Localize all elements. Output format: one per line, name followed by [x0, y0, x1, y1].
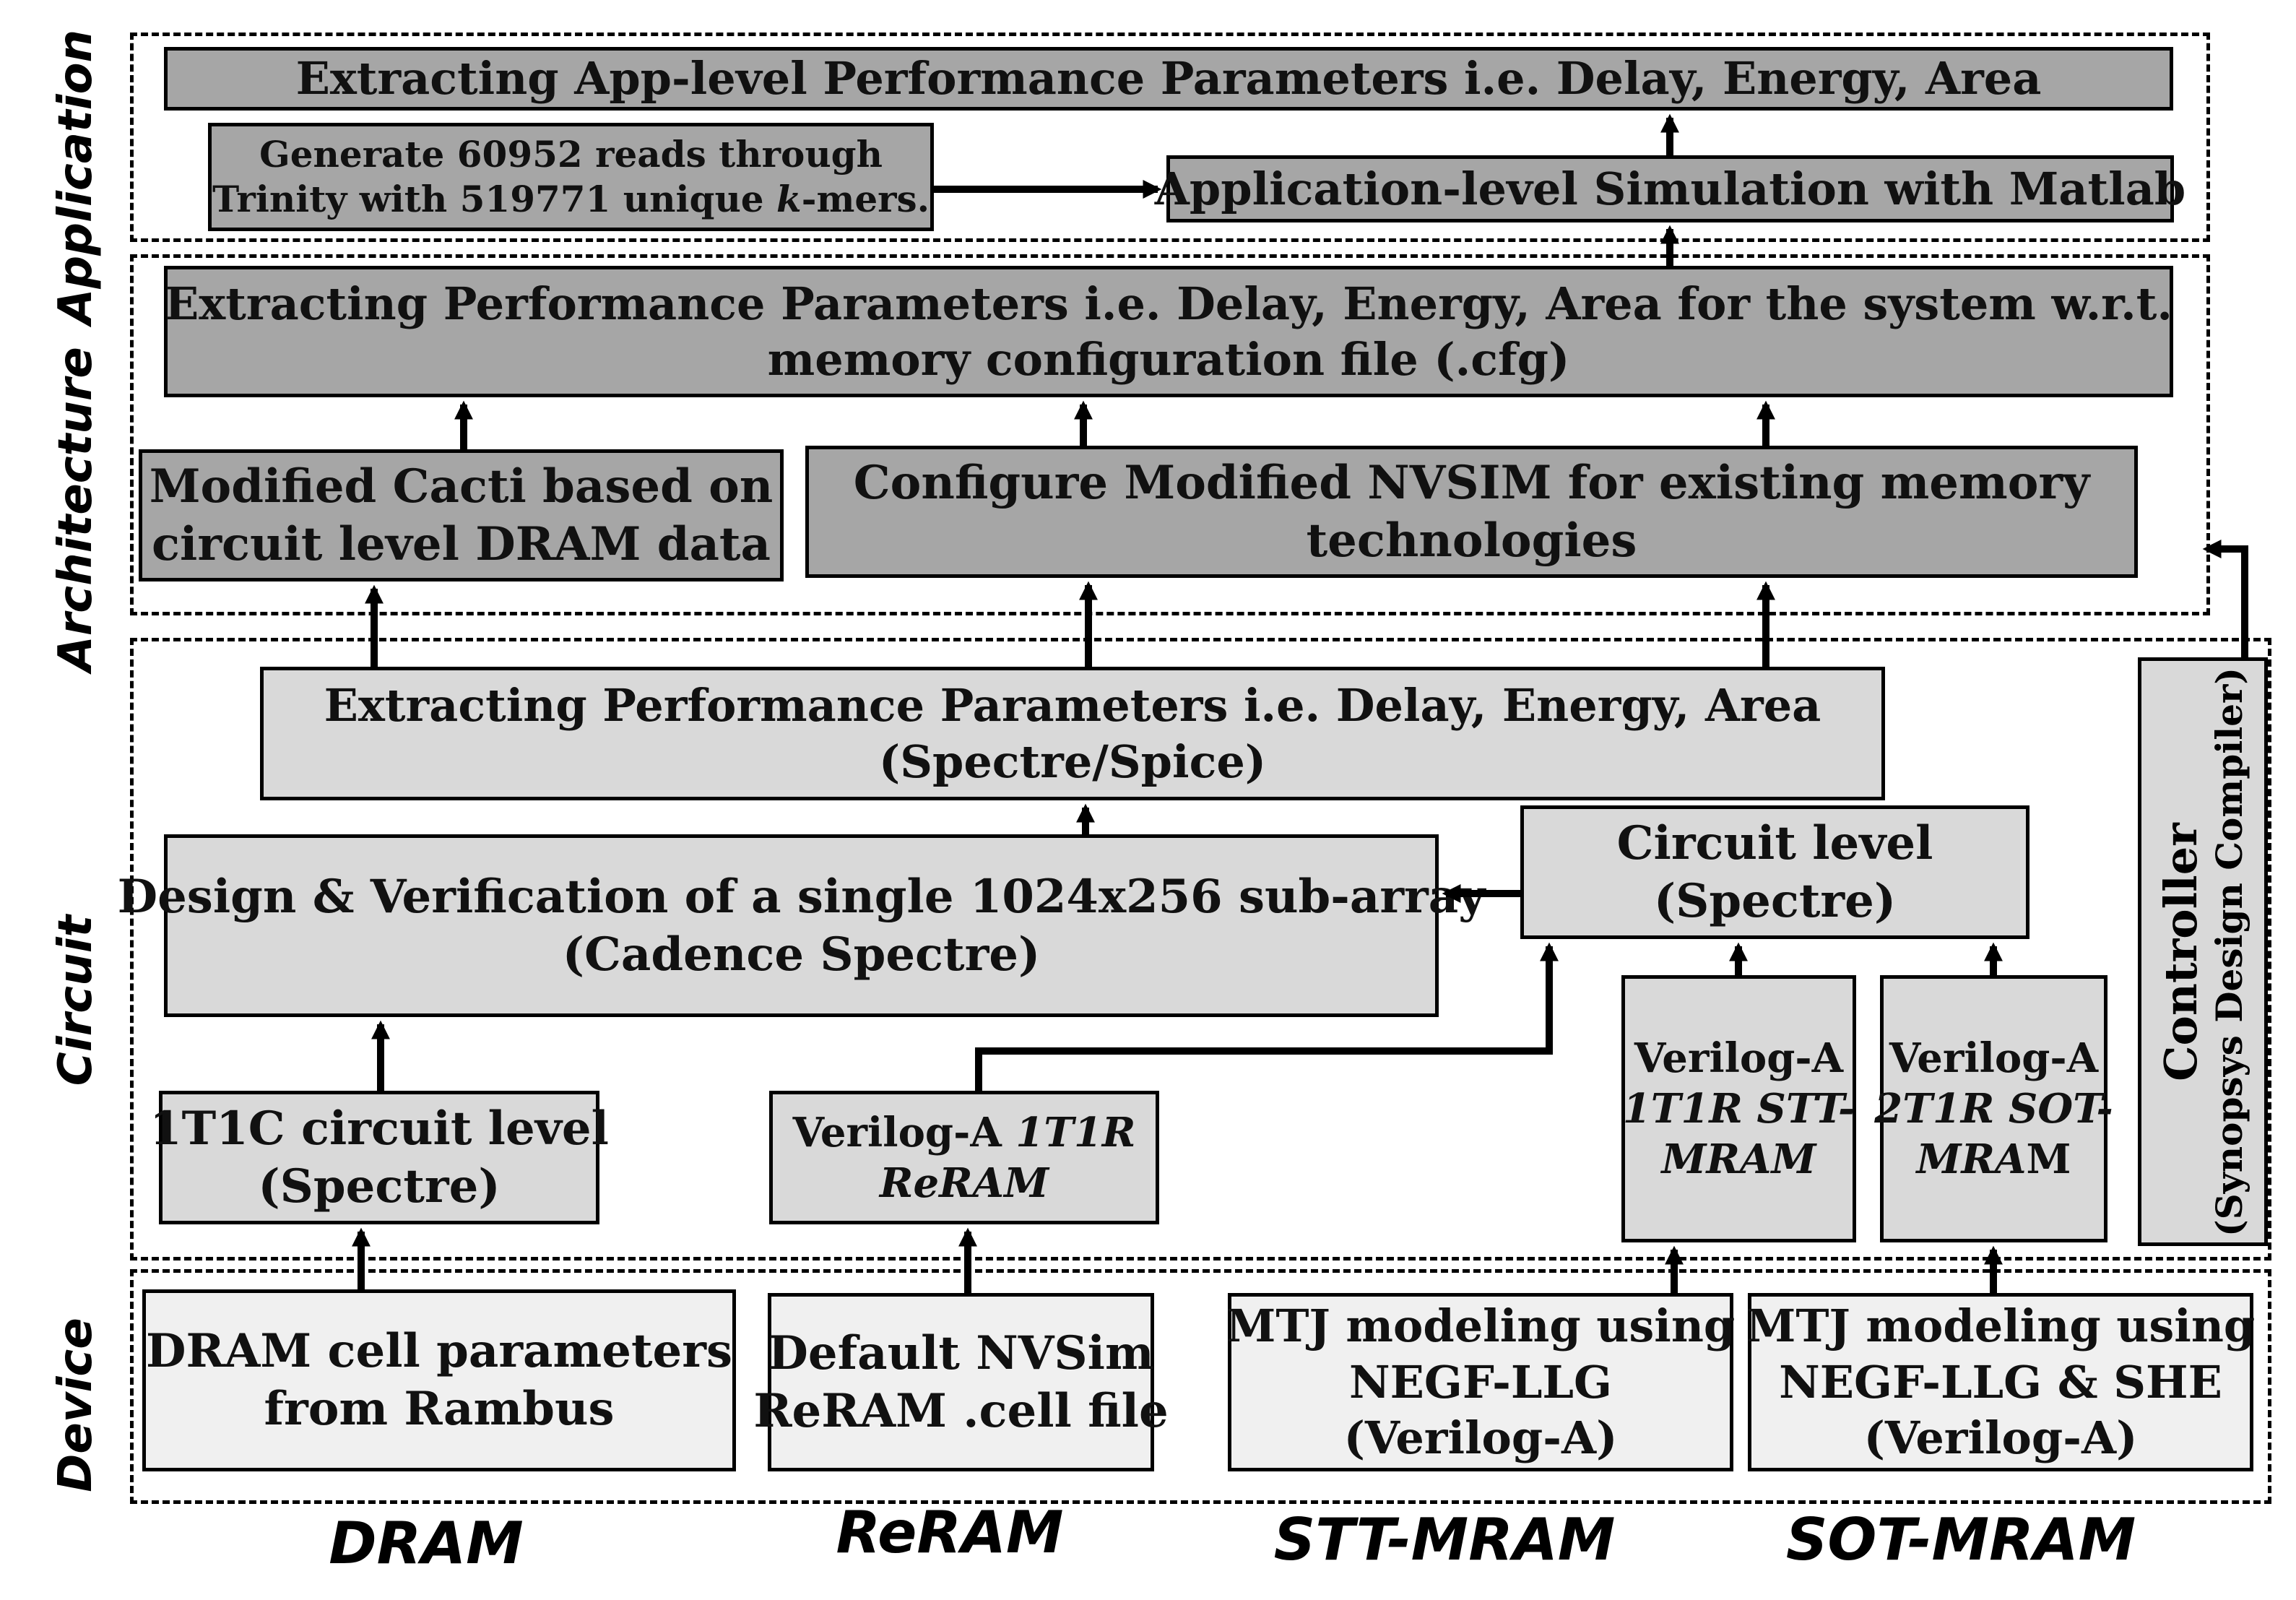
nvsim-line2: technologies: [1306, 513, 1637, 568]
sot-veriloga-line2: 2T1R SOT-: [1874, 1085, 2113, 1133]
architecture-region: [130, 254, 2210, 615]
circuit-level-line2: (Spectre): [1653, 873, 1897, 928]
circuit-extract-line1: Extracting Performance Parameters i.e. D…: [324, 679, 1821, 732]
device-stt-line2: NEGF-LLG: [1349, 1355, 1612, 1409]
controller-text: Controller (Synopsys Design Compiler): [2154, 667, 2251, 1236]
app-extract-text: Extracting App-level Performance Paramet…: [295, 52, 2042, 105]
trinity-line1: Generate 60952 reads through: [259, 132, 883, 176]
reram-veriloga-line1: Verilog-A 1T1R: [792, 1108, 1136, 1156]
controller-line1: Controller: [2154, 822, 2207, 1081]
reram-veriloga-line2: ReRAM: [879, 1159, 1049, 1207]
cacti-box: Modified Cacti based on circuit level DR…: [139, 449, 784, 581]
circuit-level-box: Circuit level (Spectre): [1520, 805, 2029, 939]
device-sot-line2: NEGF-LLG & SHE: [1779, 1355, 2222, 1409]
device-reram-line2: ReRAM .cell file: [753, 1383, 1169, 1438]
sot-veriloga-line1: Verilog-A: [1889, 1034, 2099, 1082]
device-dram-box: DRAM cell parameters from Rambus: [142, 1289, 736, 1471]
tech-label-stt-mram: STT-MRAM: [1273, 1506, 1616, 1573]
stt-veriloga-line3: MRAM: [1661, 1136, 1816, 1183]
subarray-design-line1: Design & Verification of a single 1024x2…: [117, 869, 1486, 924]
stt-veriloga-line2: 1T1R STT-: [1622, 1085, 1855, 1133]
device-stt-box: MTJ modeling using NEGF-LLG (Verilog-A): [1226, 1293, 1736, 1471]
trinity-box: Generate 60952 reads through Trinity wit…: [208, 123, 934, 231]
device-sot-box: MTJ modeling using NEGF-LLG & SHE (Veril…: [1746, 1293, 2256, 1471]
layer-label-circuit: Circuit: [49, 914, 103, 1086]
device-reram-box: Default NVSim ReRAM .cell file: [753, 1293, 1169, 1471]
tech-label-sot-mram: SOT-MRAM: [1785, 1506, 2136, 1573]
stt-veriloga-line1: Verilog-A: [1634, 1034, 1844, 1082]
application-region: [130, 33, 2210, 242]
layer-label-architecture: Architecture: [49, 347, 103, 672]
nvsim-line1: Configure Modified NVSIM for existing me…: [853, 455, 2090, 510]
matlab-sim-text: Application-level Simulation with Matlab: [1154, 162, 2186, 215]
dram-1t1c-box: 1T1C circuit level (Spectre): [150, 1091, 609, 1224]
matlab-sim-box: Application-level Simulation with Matlab: [1155, 155, 2185, 222]
device-dram-line2: from Rambus: [264, 1382, 615, 1436]
tech-label-reram: ReRAM: [836, 1499, 1064, 1566]
cacti-line1: Modified Cacti based on: [149, 459, 774, 514]
controller-box: Controller (Synopsys Design Compiler): [2138, 657, 2268, 1246]
device-reram-line1: Default NVSim: [768, 1326, 1154, 1380]
arch-extract-line1: Extracting Performance Parameters i.e. D…: [165, 277, 2172, 330]
nvsim-box: Configure Modified NVSIM for existing me…: [805, 446, 2138, 578]
circuit-extract-line2: (Spectre/Spice): [878, 735, 1267, 788]
app-extract-box: Extracting App-level Performance Paramet…: [164, 47, 2173, 111]
sot-veriloga-box: Verilog-A 2T1R SOT- MRAM: [1874, 975, 2113, 1242]
device-stt-line3: (Verilog-A): [1343, 1411, 1618, 1465]
device-sot-line1: MTJ modeling using: [1746, 1300, 2256, 1353]
dram-1t1c-line2: (Spectre): [258, 1159, 501, 1214]
layer-label-device: Device: [49, 1318, 103, 1492]
dram-1t1c-line1: 1T1C circuit level: [150, 1101, 609, 1156]
device-dram-line1: DRAM cell parameters: [146, 1324, 732, 1378]
reram-veriloga-box: Verilog-A 1T1R ReRAM: [769, 1091, 1159, 1224]
cacti-line2: circuit level DRAM data: [152, 516, 771, 571]
trinity-line2: Trinity with 519771 unique k-mers.: [212, 178, 930, 220]
device-region: [130, 1269, 2271, 1504]
controller-line2: (Synopsys Design Compiler): [2208, 667, 2251, 1237]
circuit-level-line1: Circuit level: [1616, 816, 1933, 870]
device-stt-line1: MTJ modeling using: [1226, 1300, 1736, 1353]
tech-label-dram: DRAM: [329, 1510, 524, 1577]
subarray-design-box: Design & Verification of a single 1024x2…: [118, 834, 1485, 1017]
circuit-region: [130, 638, 2271, 1260]
layer-label-application: Application: [49, 29, 103, 325]
sot-veriloga-line3: MRAM: [1916, 1136, 2071, 1183]
subarray-design-line2: (Cadence Spectre): [562, 927, 1041, 982]
arch-extract-box: Extracting Performance Parameters i.e. D…: [164, 266, 2173, 397]
arch-extract-line2: memory configuration file (.cfg): [767, 333, 1570, 386]
device-sot-line3: (Verilog-A): [1863, 1411, 2138, 1465]
stt-veriloga-box: Verilog-A 1T1R STT- MRAM: [1621, 975, 1856, 1242]
circuit-extract-box: Extracting Performance Parameters i.e. D…: [260, 667, 1885, 800]
